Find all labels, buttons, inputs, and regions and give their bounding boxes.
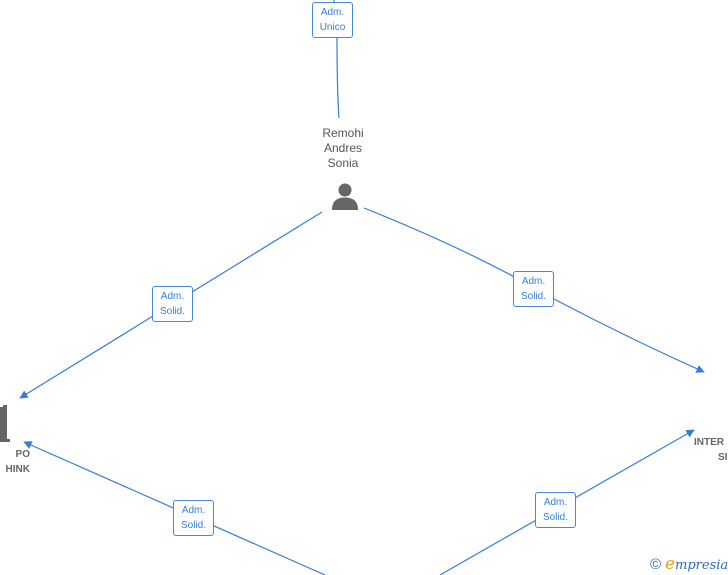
edge-top	[336, 37, 340, 119]
role-line: Solid.	[159, 306, 185, 317]
role-box-adm-solid-left-lower[interactable]: Adm. Solid.	[173, 500, 214, 536]
building-icon[interactable]	[0, 405, 10, 443]
copyright-symbol: ©	[650, 556, 662, 573]
company-right-line: SI	[718, 452, 728, 463]
person-name-line: Remohi	[322, 126, 364, 140]
role-box-adm-solid-right-upper[interactable]: Adm. Solid.	[513, 271, 554, 307]
logo-text: mpresia	[675, 558, 728, 573]
role-line: Solid.	[180, 520, 206, 531]
company-left-label[interactable]: PO HINK	[0, 447, 30, 477]
role-line: Solid.	[520, 291, 546, 302]
role-line: Unico	[319, 22, 346, 33]
role-box-adm-solid-left-upper[interactable]: Adm. Solid.	[152, 286, 193, 322]
company-right-line: INTER	[694, 437, 724, 448]
role-box-adm-unico[interactable]: Adm. Unico	[312, 2, 353, 38]
role-line: Adm.	[160, 291, 185, 302]
company-left-line: HINK	[5, 464, 30, 475]
company-right-label[interactable]: INTER SI	[694, 435, 728, 465]
person-icon[interactable]	[331, 182, 359, 210]
logo-e: e	[664, 554, 676, 574]
role-line: Adm.	[320, 7, 345, 18]
empresia-logo: © empresia	[650, 554, 728, 574]
role-line: Solid.	[542, 512, 568, 523]
person-name-line: Sonia	[327, 156, 359, 170]
person-name-line: Andres	[323, 141, 363, 155]
person-name[interactable]: Remohi Andres Sonia	[300, 126, 386, 171]
role-box-adm-solid-right-lower[interactable]: Adm. Solid.	[535, 492, 576, 528]
role-line: Adm.	[521, 276, 546, 287]
role-line: Adm.	[181, 505, 206, 516]
company-left-line: PO	[15, 449, 30, 460]
role-line: Adm.	[543, 497, 568, 508]
